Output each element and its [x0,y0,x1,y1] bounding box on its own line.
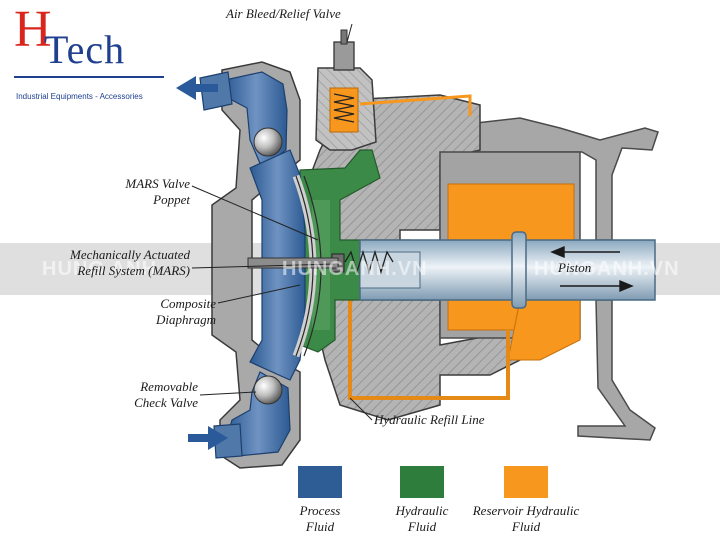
legend-swatch-process [298,466,342,498]
watermark-center: HUNGANH.VN [282,258,428,280]
legend-label-process-line1: Process [299,503,341,518]
label-piston: Piston [558,260,592,275]
logo-word: Tech [44,27,126,72]
label-removable-check-valve-line2: Check Valve [134,395,198,410]
logo-rule [14,76,164,78]
label-air-bleed-valve: Air Bleed/Relief Valve [226,6,341,21]
legend-swatch-hydraulic [400,466,444,498]
label-removable-check-valve: Removable Check Valve [104,379,198,411]
label-mars-system-line2: Refill System (MARS) [77,263,190,278]
watermark-right: HUNGANH.VN [534,258,680,280]
label-composite-diaphragm: Composite Diaphragm [110,296,216,328]
legend-label-hydraulic-line1: Hydraulic [395,503,449,518]
legend-label-hydraulic: Hydraulic Fluid [372,503,472,535]
air-bleed-cap [333,41,355,71]
label-composite-diaphragm-line2: Diaphragm [156,312,216,327]
legend-label-reservoir-line2: Fluid [511,519,541,534]
housing-frame [430,117,659,241]
leader-lines [191,23,373,421]
legend-label-hydraulic-line2: Fluid [407,519,437,534]
reservoir-sump [507,299,581,361]
legend-label-reservoir: Reservoir Hydraulic Fluid [466,503,586,535]
label-removable-check-valve-line1: Removable [140,379,198,394]
logo-tagline: Industrial Equipments - Accessories [16,92,143,101]
inlet-port [213,423,243,459]
housing-frame-lower [577,299,656,441]
label-mars-valve-poppet: MARS Valve Poppet [96,176,190,208]
mars-spring [344,249,394,275]
label-mars-system-line1: Mechanically Actuated [70,247,190,262]
legend-label-reservoir-line1: Reservoir Hydraulic [472,503,580,518]
label-mars-valve-poppet-line1: MARS Valve [125,176,190,191]
label-mars-valve-poppet-line2: Poppet [153,192,190,207]
check-valve-ball-bottom [253,375,283,405]
legend-label-process-line2: Fluid [305,519,335,534]
air-bleed-spring [333,93,355,123]
watermark-left: HUNG ANH [42,258,158,280]
inlet-arrow-icon [188,426,228,450]
piston-collar [511,231,527,309]
mars-rod [247,257,339,269]
outlet-arrow-icon [176,76,218,100]
air-bleed-line [359,94,472,116]
logo-letter: H [14,1,52,58]
air-bleed-stem [340,29,348,45]
label-composite-diaphragm-line1: Composite [160,296,216,311]
legend-label-process: Process Fluid [270,503,370,535]
hydraulic-refill-line [348,280,510,400]
label-hydraulic-refill-line: Hydraulic Refill Line [374,412,485,427]
label-mars-system: Mechanically Actuated Refill System (MAR… [30,247,190,279]
check-valve-ball-top [253,127,283,157]
piston-stroke-arrows [550,245,634,293]
legend-swatch-reservoir [504,466,548,498]
